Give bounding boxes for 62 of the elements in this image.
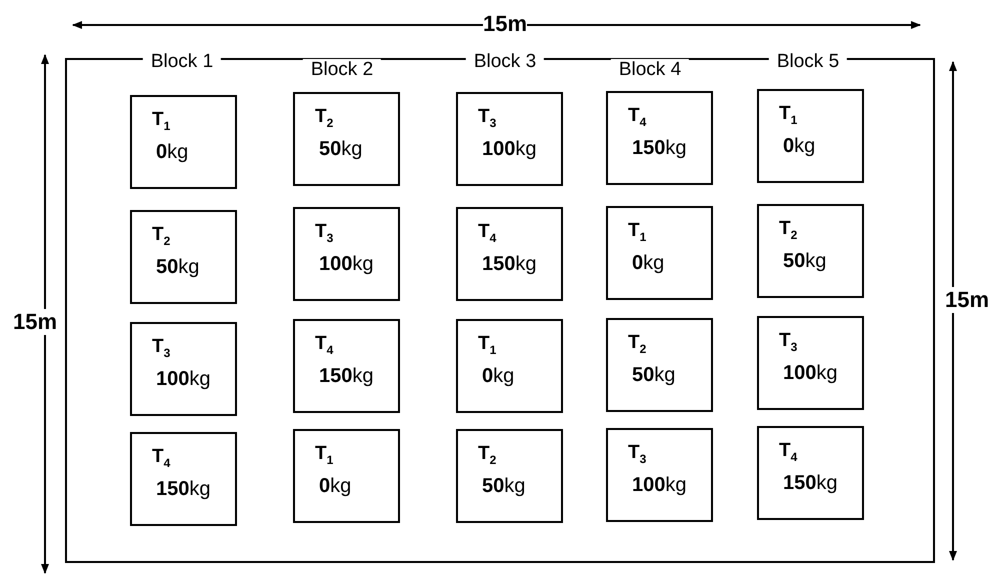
treatment-label: T$_{4}$ [779,440,798,464]
rate-label: 100kg [319,253,374,276]
rate-label: 150kg [156,478,210,501]
plot-box [293,92,400,186]
treatment-label: T$_{3}$ [478,106,496,130]
dimension-label: 15m [944,287,990,313]
rate-label: 50kg [783,250,826,273]
plot-box [130,322,237,416]
rate-label: 150kg [482,253,536,276]
treatment-label: T$_{3}$ [628,442,646,466]
treatment-label: T$_{1}$ [628,220,646,244]
treatment-label: T$_{1}$ [152,109,170,133]
rate-label: 150kg [632,137,686,160]
dimension-label: 15m [12,309,58,335]
treatment-label: T$_{2}$ [152,224,170,248]
rate-label: 100kg [632,474,686,497]
plot-box [293,207,400,301]
rate-label: 0kg [632,252,664,275]
treatment-label: T$_{3}$ [315,221,334,245]
rate-label: 0kg [319,475,352,498]
plot-box [130,210,237,304]
plot-box [456,319,563,413]
rate-label: 0kg [156,141,188,164]
rate-label: 150kg [319,365,374,388]
plot-box [757,89,864,183]
rate-label: 0kg [783,135,816,158]
treatment-label: T$_{2}$ [315,106,334,130]
rate-label: 100kg [156,368,210,391]
treatment-label: T$_{2}$ [779,218,798,242]
treatment-label: T$_{1}$ [478,333,496,357]
treatment-label: T$_{4}$ [152,446,170,470]
plot-box [456,207,563,301]
rate-label: 50kg [156,256,200,279]
treatment-label: T$_{1}$ [315,443,334,467]
treatment-label: T$_{4}$ [628,105,646,129]
treatment-label: T$_{3}$ [152,336,170,360]
treatment-label: T$_{2}$ [478,443,496,467]
plot-box [606,206,713,300]
rate-label: 50kg [482,475,526,498]
rate-label: 0kg [482,365,514,388]
plot-box [757,426,864,520]
plot-box [130,432,237,526]
rate-label: 100kg [783,362,838,385]
rate-label: 100kg [482,138,536,161]
plot-box [757,316,864,410]
plot-box [757,204,864,298]
rate-label: 50kg [319,138,362,161]
rate-label: 150kg [783,472,838,495]
plot-box [606,428,713,522]
treatment-label: T$_{3}$ [779,330,798,354]
plot-box [606,318,713,412]
plot-box [456,429,563,523]
treatment-label: T$_{4}$ [315,333,334,357]
treatment-label: T$_{4}$ [478,221,496,245]
plot-box [606,91,713,185]
treatment-label: T$_{1}$ [779,103,798,127]
plot-box [130,95,237,189]
plot-box [456,92,563,186]
plot-box [293,429,400,523]
plot-box [293,319,400,413]
rate-label: 50kg [632,364,676,387]
treatment-label: T$_{2}$ [628,332,646,356]
